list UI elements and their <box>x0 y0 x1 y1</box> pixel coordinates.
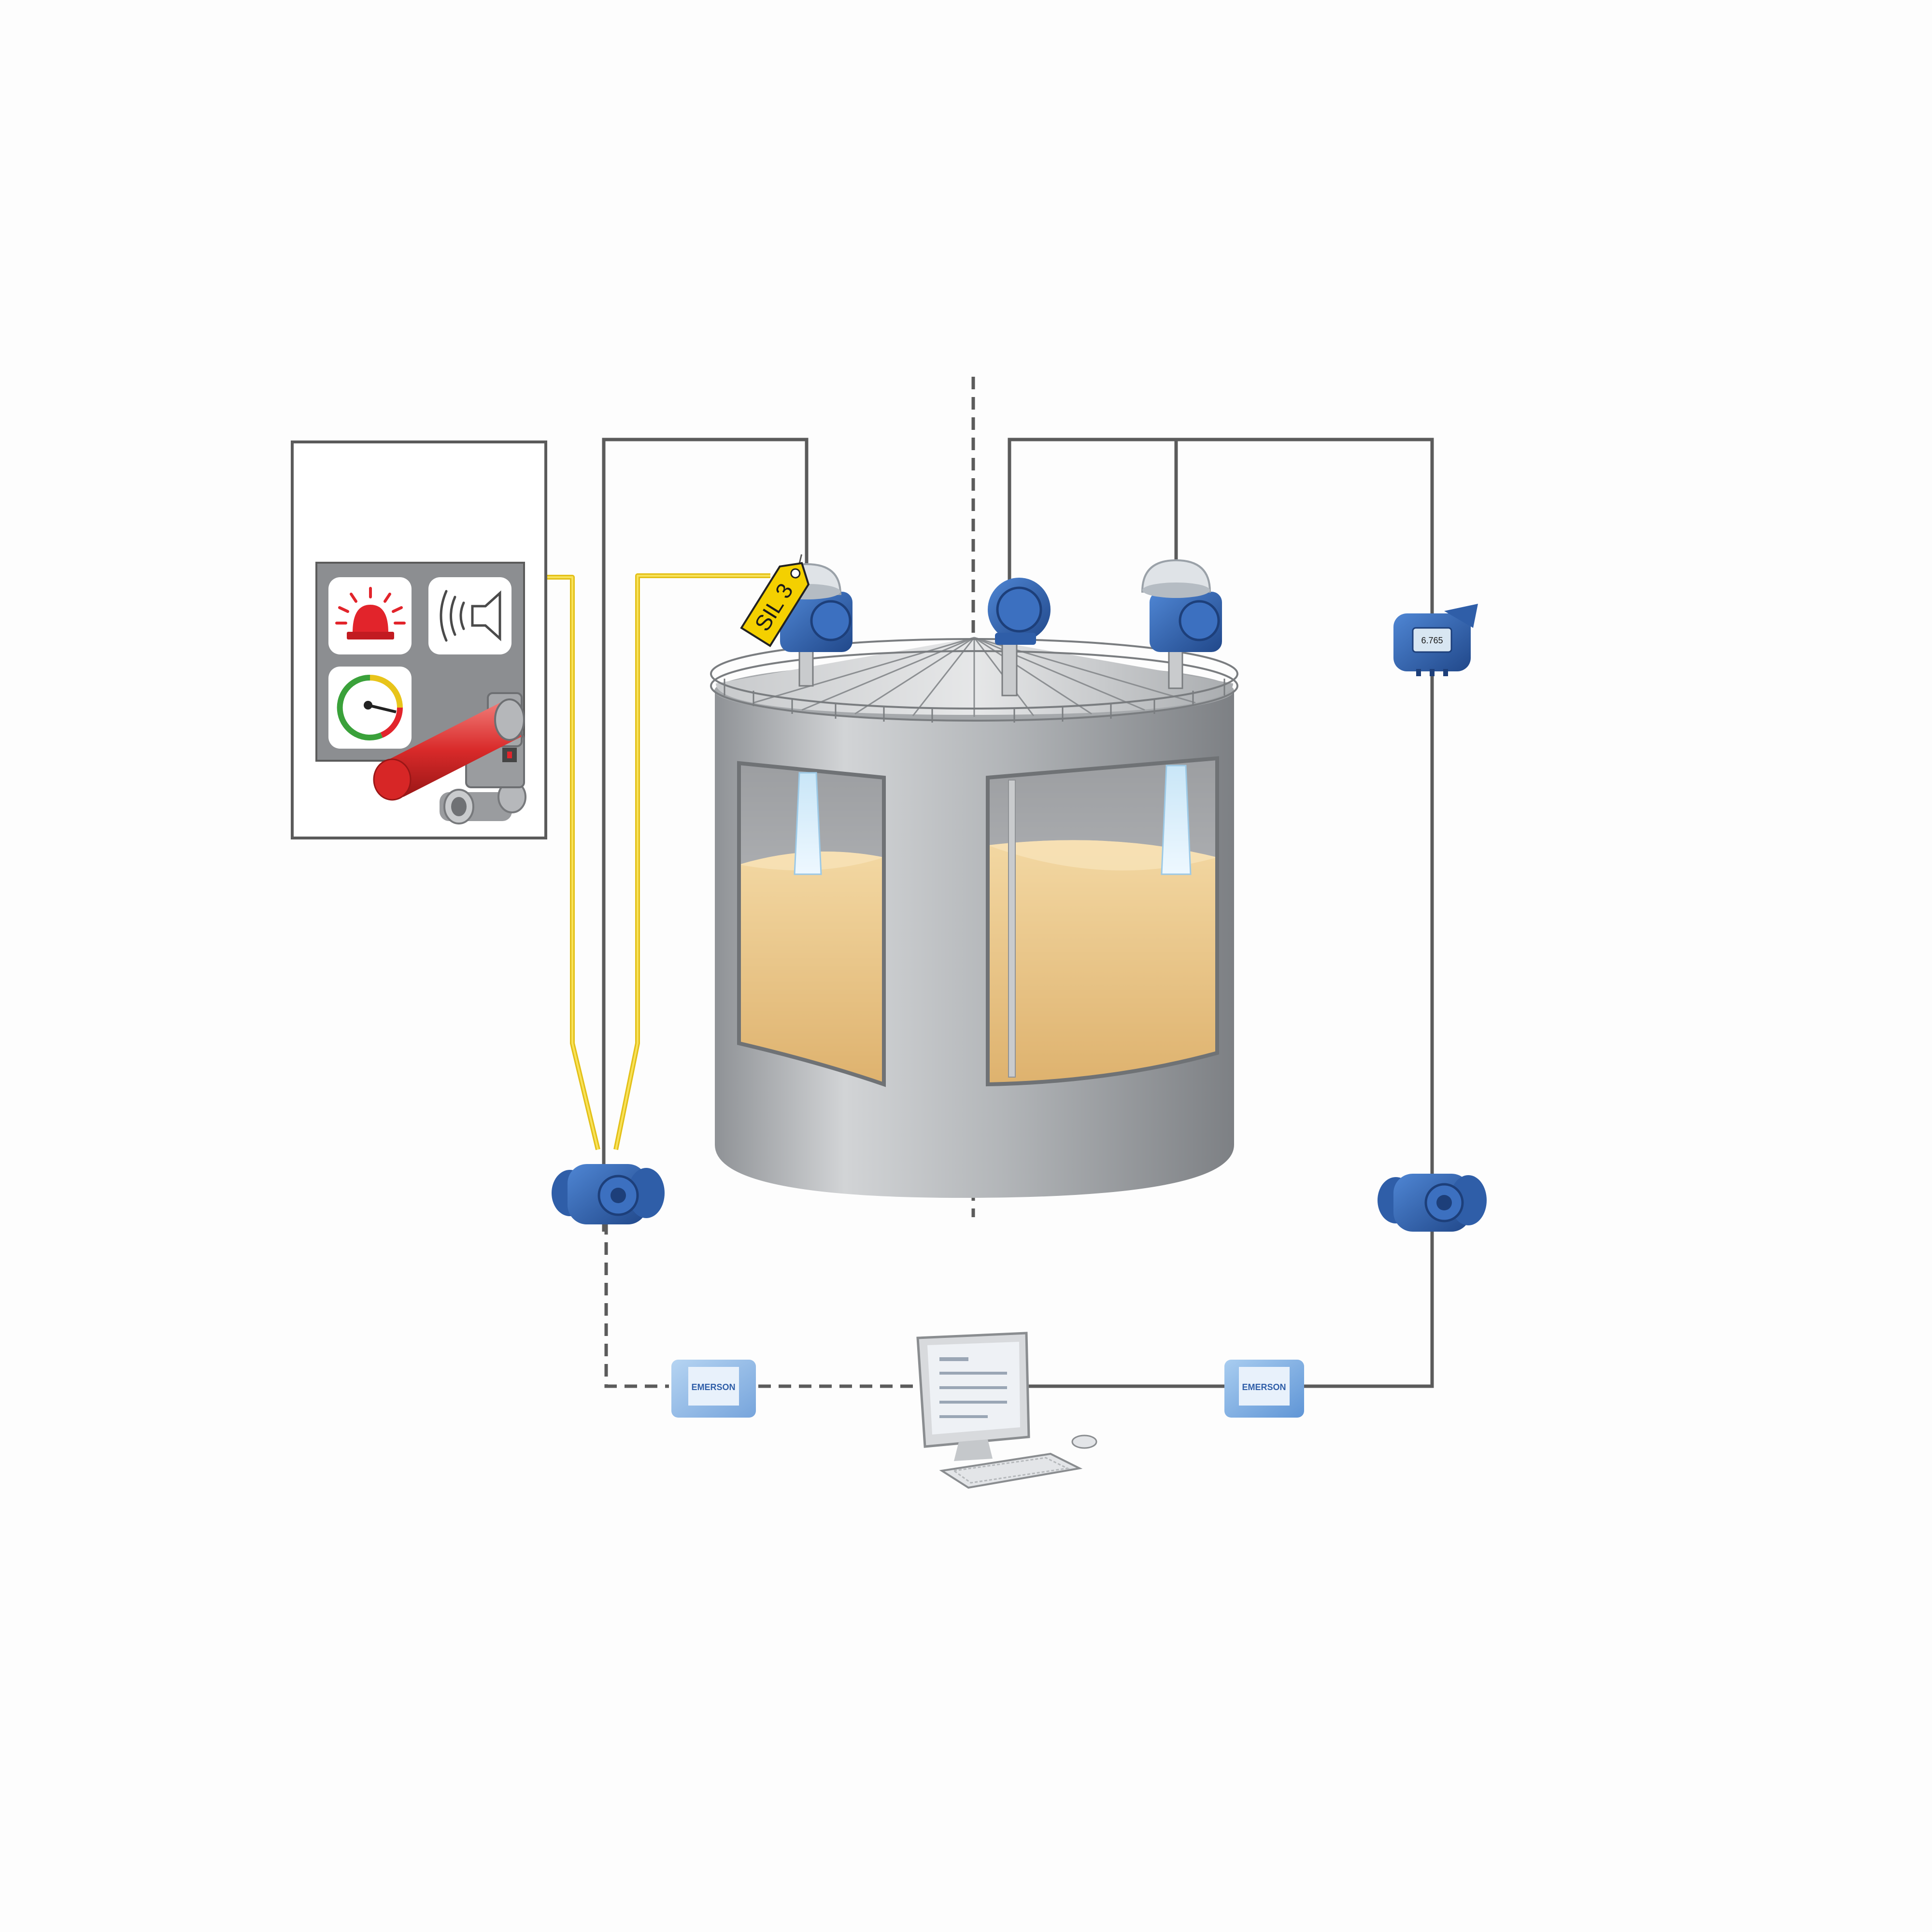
tank-window-right <box>986 756 1219 1087</box>
wiring <box>602 438 1434 1388</box>
liquid-right <box>988 840 1217 1084</box>
guided-wave-probe <box>1008 780 1016 1078</box>
remote-display-indicator: 6.765 <box>1393 604 1478 676</box>
dashed-wire-left-transmitter <box>604 1222 669 1388</box>
wireless-gateway-left: EMERSON <box>671 1360 756 1418</box>
indicator-display-value: 6.765 <box>1421 636 1443 645</box>
tank-railing <box>710 638 1238 722</box>
keyboard-icon <box>939 1452 1083 1489</box>
mouse-icon <box>1071 1435 1097 1449</box>
wireless-gateway-right: EMERSON <box>1224 1360 1304 1418</box>
guided-wave-radar-transmitter <box>988 578 1051 696</box>
storage-tank <box>710 637 1238 1198</box>
safety-wiring <box>546 573 770 1151</box>
valve-actuator-icon <box>373 692 526 824</box>
speaker-icon <box>428 577 511 654</box>
control-panel <box>291 440 547 839</box>
gauge-icon <box>328 667 412 749</box>
wireless-transmitter-right <box>1378 1174 1487 1232</box>
alarm-beacon-icon <box>328 577 412 654</box>
wire-sil-radar-loop <box>602 438 809 1232</box>
computer-icon <box>916 1332 1030 1461</box>
gateway-left-brand: EMERSON <box>691 1382 735 1392</box>
gateway-right-brand: EMERSON <box>1242 1382 1286 1392</box>
wire-right-loop <box>1008 438 1434 1174</box>
radar-beam-left <box>794 772 822 875</box>
wire-right-lower <box>1304 1227 1434 1388</box>
liquid-left <box>739 852 884 1084</box>
tank-window-left <box>737 761 886 1087</box>
wireless-transmitter-left <box>552 1164 665 1224</box>
radar-beam-right <box>1161 765 1192 875</box>
radar-level-transmitter-right <box>1141 559 1222 689</box>
